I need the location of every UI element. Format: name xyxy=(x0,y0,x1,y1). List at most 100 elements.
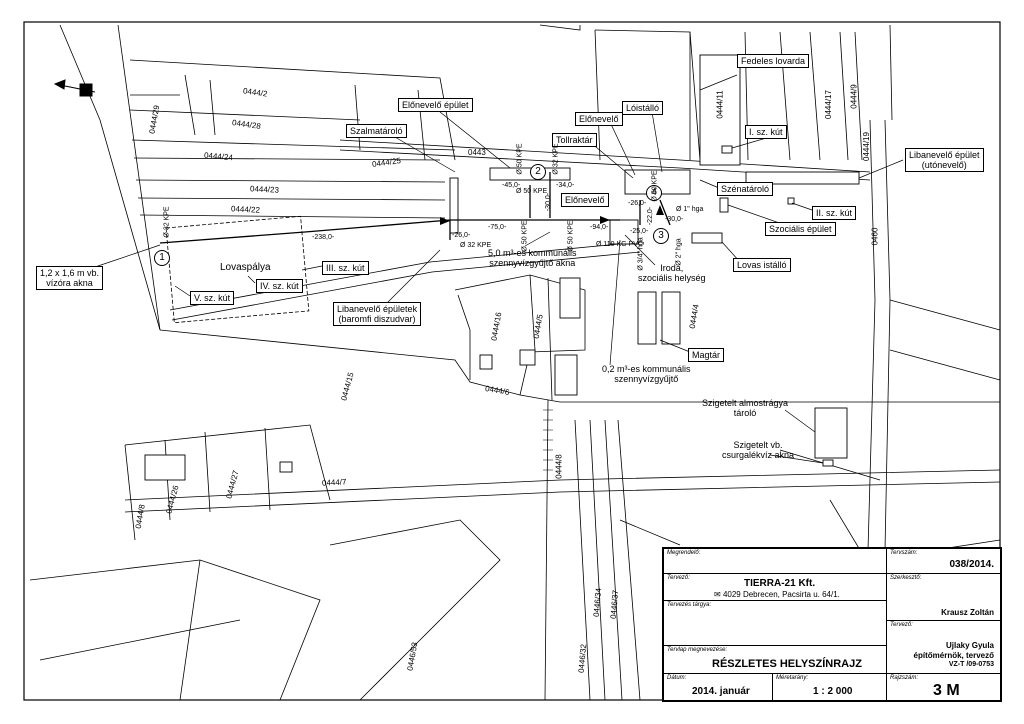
tb-meretarany-cap: Méretarány: xyxy=(776,675,809,681)
pipeline-arrows xyxy=(440,205,664,225)
label-fedeles-lovarda: Fedeles lovarda xyxy=(737,54,810,68)
tb-szerkeszto-value: Krausz Zoltán xyxy=(941,608,994,617)
libanevelo-line-1: Libanevelő épület xyxy=(909,150,980,160)
label-csurgalekviz: Szigetelt vb. csurgalékvíz akna xyxy=(722,440,794,460)
tb-meretarany: Méretarány: 1 : 2 000 xyxy=(772,673,887,701)
marker-circle-2: 2 xyxy=(530,164,546,180)
label-iroda: Iroda, szociális helység xyxy=(638,263,706,283)
tb-tervezo2: Tervező: Ujlaky Gyula építőmérnök, terve… xyxy=(886,620,1001,674)
almos-line-1: Szigetelt almostrágya xyxy=(702,398,789,408)
north-arrow-icon xyxy=(53,79,96,97)
label-gyujto-02: 0,2 m³-es kommunális szennyvízgyűjtő xyxy=(602,364,691,384)
dim-22: Ø 50 KPE xyxy=(651,170,659,202)
tb-szerkeszto-cap: Szerkesztő: xyxy=(890,575,922,581)
tb-tervszam-cap: Tervszám: xyxy=(890,550,918,556)
dim-8: -26,0- xyxy=(452,232,471,239)
tb-szerkeszto: Szerkesztő: Krausz Zoltán xyxy=(886,573,1001,621)
tb-megrendelo: Megrendelő: xyxy=(663,548,887,574)
parcel-16: 0444/7 xyxy=(321,477,347,488)
tb-address-text: 4029 Debrecen, Pacsirta u. 64/1. xyxy=(722,590,840,599)
dim-16: -26,0- xyxy=(628,200,647,207)
railway-ticks xyxy=(543,409,553,471)
dim-21: Ø 2" hga xyxy=(675,238,683,266)
dim-12: Ø 50 KPE xyxy=(567,220,575,252)
title-block: Megrendelő: Tervszám: 038/2014. Tervező:… xyxy=(662,547,1002,702)
parcel-21: 0444/8 xyxy=(554,454,564,479)
label-szalmatarolo: Szalmatároló xyxy=(346,124,407,138)
parcel-7: 0443 xyxy=(468,148,486,157)
tb-rajzszam: Rajzszám: 3 M xyxy=(886,673,1001,701)
tb-megnevezes-value: RÉSZLETES HELYSZÍNRAJZ xyxy=(712,658,862,670)
marker-circle-3: 3 xyxy=(653,228,669,244)
gyujto5-line-2: szennyvízgyűjtő akna xyxy=(489,258,576,268)
tb-tervszam-value: 038/2014. xyxy=(949,559,995,570)
gyujto02-line-1: 0,2 m³-es kommunális xyxy=(602,364,691,374)
tb-meretarany-value: 1 : 2 000 xyxy=(813,686,853,697)
label-libanevelo-epuletek: Libanevelő épületek (baromfi diszudvar) xyxy=(333,302,422,326)
tb-company: TIERRA-21 Kft. xyxy=(744,578,816,589)
label-lovaspalya: Lovaspálya xyxy=(220,262,271,273)
tb-rajzszam-value: 3 M xyxy=(933,682,960,699)
dim-19: Ø 1" hga xyxy=(676,206,704,213)
tb-targy: Tervezés tárgya: xyxy=(663,600,887,646)
dim-18: -30,0- xyxy=(665,216,684,223)
dim-17: -22,0- xyxy=(647,206,655,226)
tb-tervezo-cap: Tervező: xyxy=(667,575,690,581)
dim-10: -75,0- xyxy=(488,224,507,231)
label-kut-ii: II. sz. kút xyxy=(812,206,857,220)
iroda-line-1: Iroda, xyxy=(660,263,684,273)
dim-14: Ø 110 KG PVC xyxy=(596,241,643,248)
tb-megnevezes-cap: Tervlap megnevezése: xyxy=(667,647,728,653)
label-szocialis-epulet: Szociális épület xyxy=(765,222,836,236)
tb-datum: Dátum: 2014. január xyxy=(663,673,773,701)
dim-15: -25,0- xyxy=(630,228,649,235)
tb-tervezo2-cap: Tervező: xyxy=(890,622,913,628)
parcel-25: 0444/19 xyxy=(861,132,871,161)
iroda-line-2: szociális helység xyxy=(638,273,706,283)
tb-tervszam: Tervszám: 038/2014. xyxy=(886,548,1001,574)
label-kut-iii: III. sz. kút xyxy=(322,261,369,275)
csurg-line-2: csurgalékvíz akna xyxy=(722,450,795,460)
dim-20: Ø 3/4" hga xyxy=(637,237,645,271)
tb-targy-cap: Tervezés tárgya: xyxy=(667,602,712,608)
parcel-23: 0444/17 xyxy=(823,90,833,119)
label-almostragya: Szigetelt almostrágya tároló xyxy=(702,398,788,418)
label-magtar: Magtár xyxy=(688,348,725,362)
tb-megnevezes: Tervlap megnevezése: RÉSZLETES HELYSZÍNR… xyxy=(663,645,887,674)
tb-tervezo-reg: VZ-T /09-0753 xyxy=(948,661,994,668)
parcel-22: 0444/11 xyxy=(715,90,725,119)
tb-megrendelo-cap: Megrendelő: xyxy=(667,550,701,556)
fedeles-line-1: Fedeles lovarda xyxy=(741,56,806,66)
dim-0: Ø 32 KPE xyxy=(163,206,171,238)
gyujto02-line-2: szennyvízgyűjtő xyxy=(614,374,679,384)
label-kut-iv: IV. sz. kút xyxy=(256,279,303,293)
envelope-icon: ✉ xyxy=(714,590,723,599)
tb-tervezo-name: Ujlaky Gyula xyxy=(945,641,994,650)
dim-7: -238,0- xyxy=(312,234,335,241)
dim-1: Ø 50 KPE xyxy=(516,143,524,175)
tb-tervezo: Tervező: TIERRA-21 Kft. ✉ 4029 Debrecen,… xyxy=(663,573,887,601)
lovaspalya-outline xyxy=(165,215,310,324)
cadastral-lines xyxy=(29,24,1001,701)
tb-datum-cap: Dátum: xyxy=(667,675,687,681)
vizora-line-1: 1,2 x 1,6 m vb. xyxy=(40,268,100,278)
gyujto5-line-1: 5,0 m³-es kommunális xyxy=(488,248,577,258)
tb-datum-value: 2014. január xyxy=(692,686,750,697)
label-kut-i: I. sz. kút xyxy=(745,125,787,139)
label-loistallo: Lóistálló xyxy=(622,101,664,115)
buildings xyxy=(144,54,860,481)
libanevelok-line-1: Libanevelő épületek xyxy=(337,304,418,314)
dim-13: -94,0- xyxy=(590,224,609,231)
dim-9: Ø 32 KPE xyxy=(460,242,492,249)
dim-11: Ø 50 KPE xyxy=(521,220,529,252)
label-elonevelo-top: Előnevelő xyxy=(575,112,623,126)
label-lovas-istallo: Lovas istálló xyxy=(733,258,791,272)
vizora-line-2: vízóra akna xyxy=(46,278,93,288)
parcel-24: 0444/9 xyxy=(849,84,859,109)
dim-3: Ø 50 KPE xyxy=(516,188,548,195)
dim-6: -30,0- xyxy=(545,192,553,212)
label-szenatarolo: Szénatároló xyxy=(717,182,774,196)
label-tollraktar: Tollraktár xyxy=(552,133,597,147)
label-elonevelo-mid: Előnevelő xyxy=(561,193,609,207)
marker-circle-1: 1 xyxy=(154,250,170,266)
